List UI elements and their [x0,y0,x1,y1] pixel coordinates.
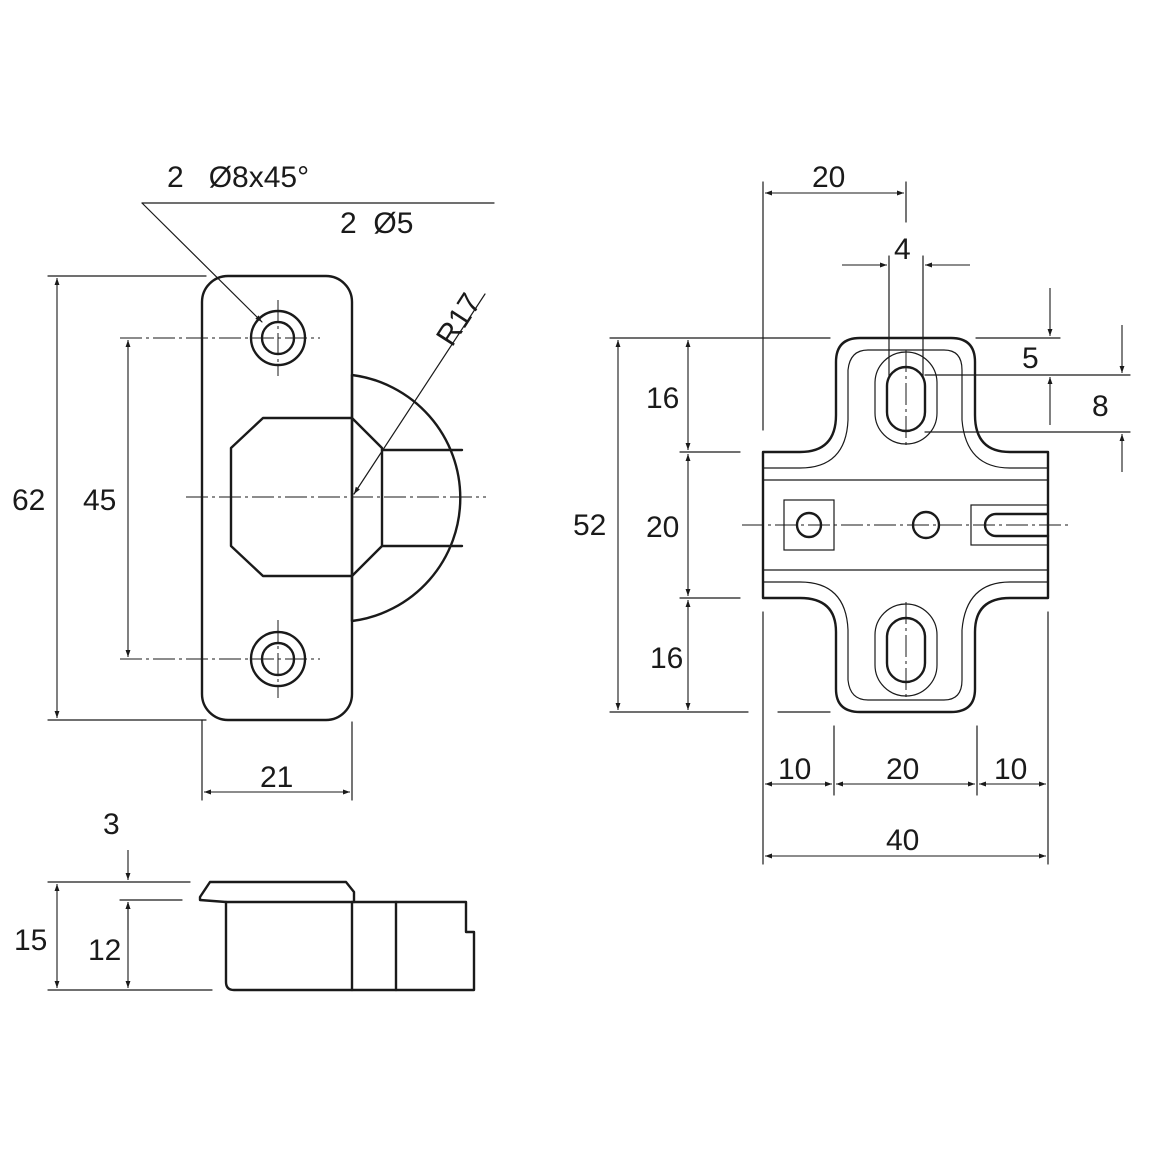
holes-label: 2 Ø5 [340,207,413,240]
side-body [224,900,476,992]
dim-right-20-top-label: 20 [812,161,845,194]
dim-8-label: 8 [1092,390,1109,423]
mounting-plate-view: 20 4 5 8 52 16 20 16 [573,161,1131,865]
dim-40-label: 40 [886,824,919,857]
dim-10-left-label: 10 [778,753,811,786]
boss-lug [380,448,464,548]
dim-4-label: 4 [894,233,911,266]
dim-5-label: 5 [1022,342,1039,375]
dim-15-label: 15 [14,924,47,957]
dim-52-label: 52 [573,509,606,542]
mounting-plate-outline [761,336,1050,714]
countered-holes-label: 2 Ø8x45° [167,161,309,194]
inner-contour-bottom [762,581,1049,701]
radius-label: R17 [430,288,488,352]
plate-front-view: 2 Ø8x45° 2 Ø5 R17 62 45 21 [12,161,495,801]
dim-21-label: 21 [260,761,293,794]
plate-side-view: 3 12 15 [14,808,476,992]
dim-45-label: 45 [83,484,116,517]
radius-leader [353,293,486,495]
side-top-cap [198,880,356,904]
dim-3-label: 3 [103,808,120,841]
dim-16-bottom-label: 16 [650,642,683,675]
dim-10-right-label: 10 [994,753,1027,786]
dim-20-mid-label: 20 [646,511,679,544]
dim-16-top-label: 16 [646,382,679,415]
dim-12-label: 12 [88,934,121,967]
dim-62-label: 62 [12,484,45,517]
boss-arc [350,373,462,623]
dim-20-bottom-label: 20 [886,753,919,786]
plate-outline [200,274,354,722]
octagon-recess [229,416,384,578]
hole-leader [141,202,263,323]
